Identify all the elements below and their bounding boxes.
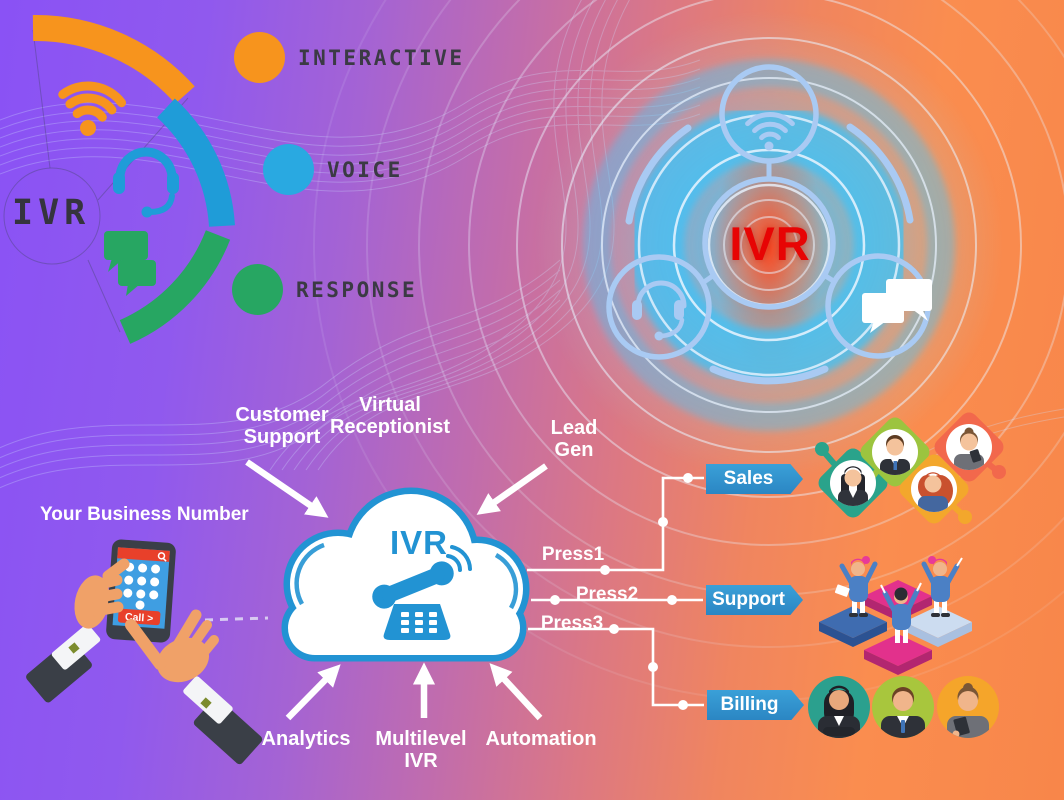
arrow-analytics xyxy=(285,664,341,721)
legend-label: INTERACTIVE xyxy=(298,45,465,70)
support-team-illustration xyxy=(819,556,972,675)
legend-item-voice: VOICE xyxy=(263,144,403,195)
connector-dots xyxy=(550,473,693,710)
flow-arrows xyxy=(245,459,548,721)
billing-team-illustration xyxy=(808,676,999,738)
wifi-icon xyxy=(745,112,795,151)
radial-ivr-title: IVR xyxy=(729,217,811,270)
press3-line xyxy=(528,627,704,707)
label-virtual-receptionist: Virtual Receptionist xyxy=(329,394,451,439)
orange-dot-icon xyxy=(234,32,285,83)
chat-icon xyxy=(862,279,932,333)
logo-arcs xyxy=(32,14,235,344)
cloud-inner-detail xyxy=(294,542,519,610)
sales-team-illustration xyxy=(815,412,1006,524)
billing-button[interactable]: Billing xyxy=(707,690,804,720)
label-lead-gen: Lead Gen xyxy=(550,417,598,462)
legend-item-interactive: INTERACTIVE xyxy=(234,32,465,83)
label-customer-support: Customer Support xyxy=(235,404,329,449)
business-phone-illustration: Call > xyxy=(26,539,263,765)
avatar xyxy=(880,435,910,475)
ring-waves xyxy=(446,545,472,572)
green-dot-icon xyxy=(232,264,283,315)
ivr-cloud xyxy=(281,487,530,662)
arrow-customer-support xyxy=(245,459,329,518)
avatar xyxy=(838,466,868,506)
wifi-icon xyxy=(58,81,127,136)
support-person xyxy=(880,582,922,643)
call-button[interactable]: Call > xyxy=(117,608,161,626)
legend-item-response: RESPONSE xyxy=(232,264,417,315)
dialing-dashed-line xyxy=(204,616,269,622)
orbit-arcs xyxy=(625,123,914,385)
cloud-ivr-title: IVR xyxy=(389,524,448,561)
headset-node-circle xyxy=(606,254,712,360)
left-hand-fingers xyxy=(89,558,130,617)
avatar xyxy=(918,472,953,512)
business-number-caption: Your Business Number xyxy=(40,504,249,525)
chat-icon xyxy=(104,231,156,296)
radial-diagram xyxy=(606,64,932,385)
label-press1: Press1 xyxy=(541,544,605,565)
legend-label: RESPONSE xyxy=(296,277,418,302)
puzzle-nubs xyxy=(815,442,1006,524)
support-person xyxy=(834,556,878,617)
support-person xyxy=(921,556,963,617)
blue-dot-icon xyxy=(263,144,314,195)
label-automation: Automation xyxy=(485,728,597,750)
headset-icon xyxy=(632,280,687,341)
logo-ivr-text: IVR xyxy=(12,193,91,233)
label-press3: Press3 xyxy=(540,613,604,634)
arrow-automation xyxy=(489,663,543,721)
label-analytics: Analytics xyxy=(261,728,351,750)
headset-icon xyxy=(113,147,179,218)
label-press2: Press2 xyxy=(575,584,639,605)
sales-button[interactable]: Sales xyxy=(706,464,803,494)
label-multilevel-ivr: Multilevel IVR xyxy=(375,728,467,773)
press-connectors xyxy=(527,473,704,710)
avatar xyxy=(954,427,984,470)
right-hand-fingers xyxy=(125,609,219,670)
legend-label: VOICE xyxy=(327,157,403,182)
phone-icon xyxy=(372,545,472,640)
keypad-dots xyxy=(123,562,161,610)
support-button[interactable]: Support xyxy=(706,585,803,615)
ivr-logo xyxy=(3,14,235,344)
iso-puzzle-platforms xyxy=(819,580,972,675)
arrow-lead-gen xyxy=(476,463,548,515)
